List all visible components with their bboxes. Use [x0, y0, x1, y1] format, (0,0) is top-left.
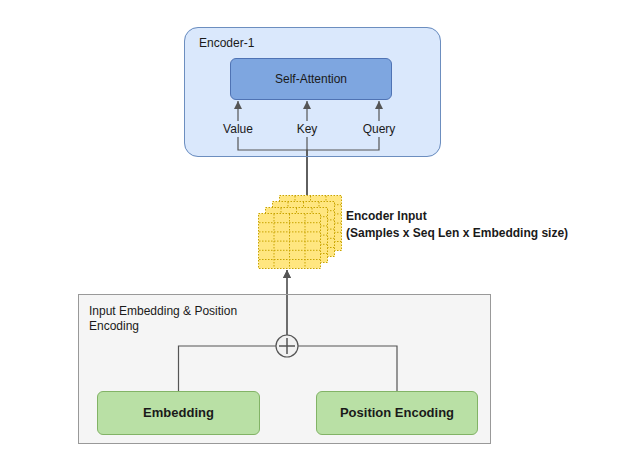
tensor-caption: (Samples x Seq Len x Embedding size) — [346, 226, 568, 241]
connector — [307, 101, 379, 195]
sum-symbol — [276, 335, 298, 357]
edge-label: Value — [221, 121, 255, 137]
box-label: Self-Attention — [275, 72, 347, 87]
tensor-caption: Encoder Input — [346, 209, 427, 224]
panel-title: Encoder-1 — [199, 36, 254, 51]
connector — [238, 101, 307, 195]
embedding-box: Embedding — [97, 391, 260, 435]
box-label: Embedding — [143, 405, 214, 421]
embedding-panel: Input Embedding & Position EncodingEmbed… — [78, 294, 491, 444]
attention-box: Self-Attention — [230, 58, 392, 100]
tensor-stack: Encoder Input(Samples x Seq Len x Embedd… — [258, 195, 342, 269]
position-box: Position Encoding — [316, 391, 478, 435]
tensor-sheets — [258, 195, 342, 269]
box-label: Position Encoding — [340, 405, 454, 421]
panel-title: Input Embedding & Position Encoding — [89, 304, 239, 334]
connector — [287, 270, 397, 391]
encoder-panel: Encoder-1Self-Attention — [184, 27, 441, 157]
connector — [179, 270, 288, 391]
edge-label: Query — [361, 121, 398, 137]
edge-label: Key — [295, 121, 320, 137]
